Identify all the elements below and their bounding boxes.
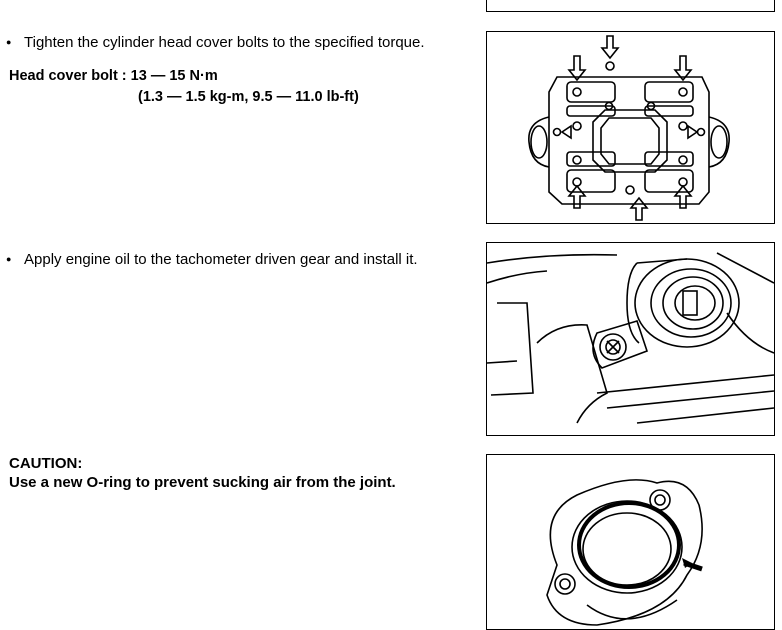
torque-value: 13 — 15 N·m (130, 68, 218, 84)
caution-heading: CAUTION: (9, 455, 83, 472)
instruction-tachometer-gear: Apply engine oil to the tachometer drive… (6, 251, 418, 268)
previous-figure-frame (486, 0, 775, 12)
tachometer-gear-figure (486, 242, 775, 436)
instruction-head-cover-bolts: Tighten the cylinder head cover bolts to… (6, 34, 425, 51)
torque-label: Head cover bolt : (9, 68, 127, 84)
cylinder-head-cover-illustration-icon (528, 35, 730, 221)
tachometer-driven-gear-illustration-icon (487, 252, 774, 424)
torque-alt-units: (1.3 — 1.5 kg-m, 9.5 — 11.0 lb-ft) (138, 89, 359, 105)
caution-text: Use a new O-ring to prevent sucking air … (9, 474, 396, 491)
o-ring-flange-illustration-icon (546, 479, 703, 626)
head-cover-figure (486, 31, 775, 224)
torque-spec-label: Head cover bolt : 13 — 15 N·m (9, 68, 218, 84)
o-ring-figure (486, 454, 775, 630)
